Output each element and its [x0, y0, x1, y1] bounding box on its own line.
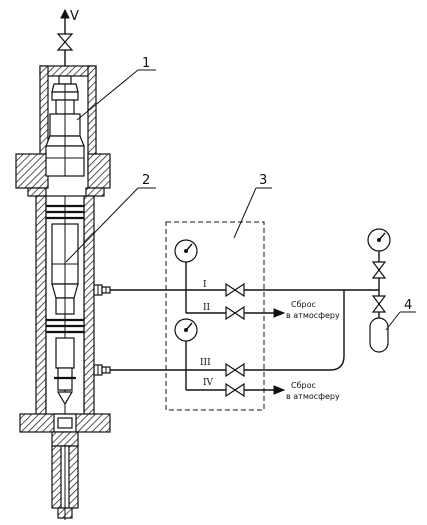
line-iv-label: IV [203, 378, 214, 388]
callout-1-label: 1 [142, 56, 150, 71]
pipeline-iv: IV Сброс в атмосферу [186, 378, 340, 401]
top-fitting [45, 75, 85, 177]
top-valve-icon[interactable] [56, 33, 74, 51]
pressure-gauge-lower [174, 318, 198, 390]
callout-2-label: 2 [142, 173, 150, 188]
callout-4: 4 [385, 298, 416, 331]
valve-line-i-icon[interactable] [225, 282, 245, 298]
port-lower [93, 364, 111, 376]
control-panel-box [165, 221, 265, 411]
source-valve-lower-icon[interactable] [371, 295, 387, 313]
vent-lower-line2: в атмосферу [286, 392, 340, 401]
main-cylinder [35, 195, 95, 417]
callout-3-label: 3 [259, 173, 267, 188]
line-i-label: I [203, 280, 207, 290]
gas-cylinder-vessel [369, 317, 389, 353]
vent-lower-line1: Сброс [291, 381, 316, 390]
source-branch [344, 228, 391, 318]
callout-4-label: 4 [404, 298, 412, 313]
pipeline-ii: II Сброс в атмосферу [186, 300, 340, 320]
bottom-flange [19, 413, 111, 433]
pipeline-iii: III [110, 290, 345, 371]
valve-line-ii-icon[interactable] [225, 305, 245, 321]
callout-2: 2 [65, 173, 156, 263]
pressure-gauge-upper [174, 239, 198, 313]
vent-upper-line1: Сброс [291, 300, 316, 309]
line-ii-label: II [203, 303, 211, 313]
callout-3: 3 [233, 173, 272, 239]
line-iii-label: III [200, 358, 211, 368]
upper-cap [15, 65, 111, 197]
port-upper [93, 284, 111, 296]
top-inlet: V [56, 8, 79, 72]
valve-line-iii-icon[interactable] [225, 362, 245, 378]
vent-upper-line2: в атмосферу [286, 311, 340, 320]
valve-line-iv-icon[interactable] [225, 382, 245, 398]
source-valve-upper-icon[interactable] [371, 261, 387, 279]
bottom-rod [51, 431, 79, 520]
callout-1: 1 [76, 56, 156, 121]
top-arrow-label: V [70, 9, 79, 24]
